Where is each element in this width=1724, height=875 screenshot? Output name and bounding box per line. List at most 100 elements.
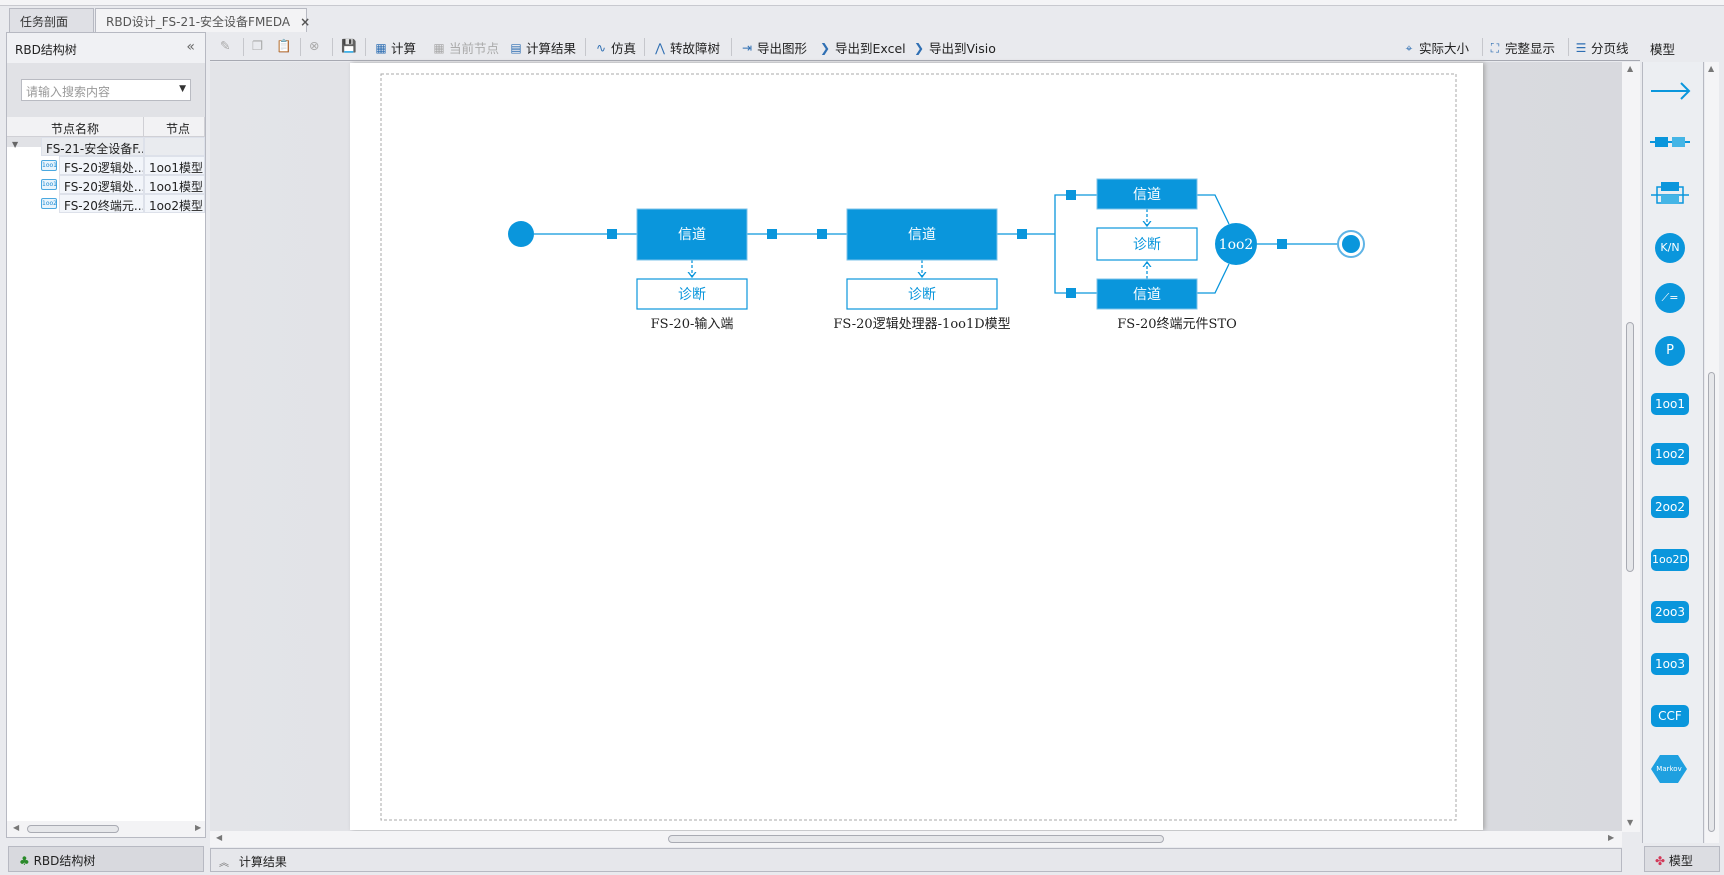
title-strip <box>0 0 1724 6</box>
series-block-icon <box>1650 137 1690 147</box>
palette-2oo2[interactable]: 2oo2 <box>1651 496 1689 518</box>
calculator-icon: ▦ <box>433 40 445 55</box>
search-input[interactable]: 请输入搜索内容 ▼ <box>21 79 191 101</box>
palette-1oo2[interactable]: 1oo2 <box>1651 443 1689 465</box>
page-break-icon: ☰ <box>1575 40 1587 55</box>
button-label: 完整显示 <box>1505 41 1556 56</box>
expand-up-icon[interactable]: ︽ <box>219 858 229 869</box>
node-name: FS-21-安全设备F... <box>41 137 144 156</box>
expand-icon[interactable]: ▼ <box>12 140 19 149</box>
parallel-block-icon <box>1651 182 1689 204</box>
button-label: 导出图形 <box>757 41 808 56</box>
scroll-thumb[interactable] <box>1708 372 1715 832</box>
scroll-thumb[interactable] <box>668 835 1164 843</box>
node-type: 1oo1模型 <box>144 175 205 194</box>
copy-icon[interactable]: ❐ <box>252 38 264 53</box>
channel-label: 信道 <box>1133 187 1161 203</box>
vertical-scrollbar[interactable]: ▲ ▼ <box>1622 62 1640 832</box>
save-icon[interactable]: 💾 <box>341 38 357 53</box>
channel-block <box>846 208 998 261</box>
horizontal-scrollbar[interactable]: ◀ ▶ <box>210 831 1622 847</box>
tree-row[interactable]: ▼ FS-21-安全设备F... <box>7 137 205 156</box>
column-header-name[interactable]: 节点名称 <box>7 117 144 137</box>
tree-structure-icon: ♣ <box>19 854 30 868</box>
button-label: 计算结果 <box>526 41 577 56</box>
scroll-thumb[interactable] <box>27 825 119 833</box>
bottom-tab-label: RBD结构树 <box>33 854 96 868</box>
actual-size-button[interactable]: ⌖实际大小 <box>1402 38 1469 57</box>
junction-node <box>1066 288 1076 298</box>
palette-ccf[interactable]: CCF <box>1651 705 1689 727</box>
page-break-button[interactable]: ☰ 分页线 <box>1574 38 1629 57</box>
bottom-tab-model[interactable]: ✤ 模型 <box>1644 846 1720 872</box>
palette-scrollbar[interactable]: ▲ <box>1705 62 1719 843</box>
search-placeholder: 请输入搜索内容 <box>26 85 111 99</box>
palette-markov[interactable]: Markov <box>1651 755 1687 783</box>
panel-header: RBD结构树 « <box>7 33 205 63</box>
calc-result-button[interactable]: ▤ 计算结果 <box>509 38 576 57</box>
end-node-inner <box>1342 235 1360 253</box>
tab-rbd-design[interactable]: RBD设计_FS-21-安全设备FMEDA × <box>95 8 311 32</box>
button-label: 转故障树 <box>670 41 721 56</box>
export-visio-button[interactable]: ❯导出到Visio <box>912 38 996 57</box>
palette-1oo2d[interactable]: 1oo2D <box>1651 549 1689 571</box>
toolbar: ✎ ❐ 📋 ⊗ 💾 ▦计算 ▦ 当前节点 ▤ 计算结果 ∿仿真 ⋀ 转故障树 ⇥ 导出图… <box>210 32 1640 61</box>
current-node-button[interactable]: ▦ 当前节点 <box>432 38 499 57</box>
palette-p[interactable]: P <box>1655 336 1685 366</box>
diagnostic-block <box>636 278 748 310</box>
voter-label: 1oo2 <box>1219 237 1254 253</box>
node-name: FS-20逻辑处... <box>59 156 144 175</box>
edit-icon[interactable]: ✎ <box>220 38 231 53</box>
button-label: 实际大小 <box>1419 41 1470 56</box>
node-name: FS-20逻辑处... <box>59 175 144 194</box>
palette-1oo1[interactable]: 1oo1 <box>1651 393 1689 415</box>
horizontal-scrollbar[interactable]: ◀ ▶ <box>7 821 205 837</box>
export-graphic-button[interactable]: ⇥ 导出图形 <box>740 38 807 57</box>
connector-line <box>1197 263 1230 294</box>
tree-row[interactable]: 1oo1 FS-20逻辑处... 1oo1模型 <box>7 156 205 175</box>
diagnostic-block <box>1096 227 1198 261</box>
node-type: 1oo2模型 <box>144 194 205 213</box>
palette-shapes <box>1650 82 1691 204</box>
channel-label: 信道 <box>678 227 706 243</box>
diag-label: 诊断 <box>908 287 936 303</box>
palette-2oo3[interactable]: 2oo3 <box>1651 601 1689 623</box>
tab-task-profile[interactable]: 任务剖面 <box>9 8 94 32</box>
junction-node <box>607 229 617 239</box>
delete-icon[interactable]: ⊗ <box>309 38 320 53</box>
junction-node <box>1017 229 1027 239</box>
chart-icon: ∿ <box>595 40 607 55</box>
tab-label: RBD设计_FS-21-安全设备FMEDA <box>106 15 291 29</box>
fit-view-button[interactable]: ⛶ 完整显示 <box>1488 38 1555 57</box>
button-label: 当前节点 <box>449 41 500 56</box>
diag-label: 诊断 <box>678 287 706 303</box>
junction-node <box>817 229 827 239</box>
diagram-page <box>350 63 1483 830</box>
palette-kn-voter[interactable]: K/N <box>1655 233 1685 263</box>
tree-row[interactable]: 1oo2 FS-20终端元... 1oo2模型 <box>7 194 205 213</box>
collapse-icon[interactable]: « <box>186 39 195 55</box>
block-label: FS-20逻辑处理器-1oo1D模型 <box>833 317 1010 332</box>
calculate-button[interactable]: ▦计算 <box>374 38 416 57</box>
export-icon: ⇥ <box>741 40 753 55</box>
palette-switch-icon[interactable]: ⟋= <box>1655 283 1685 313</box>
chevron-down-icon[interactable]: ▼ <box>179 84 186 94</box>
tree-row[interactable]: 1oo1 FS-20逻辑处... 1oo1模型 <box>7 175 205 194</box>
to-fault-tree-button[interactable]: ⋀ 转故障树 <box>653 38 720 57</box>
palette-1oo3[interactable]: 1oo3 <box>1651 653 1689 675</box>
clipboard-icon: ▤ <box>510 40 522 55</box>
scroll-thumb[interactable] <box>1626 322 1634 572</box>
panel-title: RBD结构树 <box>15 43 77 57</box>
calc-result-panel-bar[interactable]: ︽ 计算结果 <box>210 848 1622 872</box>
export-excel-button[interactable]: ❯导出到Excel <box>818 38 906 57</box>
paste-icon[interactable]: 📋 <box>276 38 292 53</box>
fit-icon: ⛶ <box>1490 40 1500 55</box>
tree-icon: ⋀ <box>655 40 665 55</box>
bottom-tab-rbd-tree[interactable]: ♣ RBD结构树 <box>8 846 204 872</box>
block-label: FS-20-输入端 <box>651 316 734 332</box>
close-icon[interactable]: × <box>300 15 311 29</box>
button-label: 分页线 <box>1591 41 1629 56</box>
column-header-type[interactable]: 节点 <box>144 117 205 137</box>
simulate-button[interactable]: ∿仿真 <box>594 38 636 57</box>
connector-line <box>1197 194 1230 225</box>
